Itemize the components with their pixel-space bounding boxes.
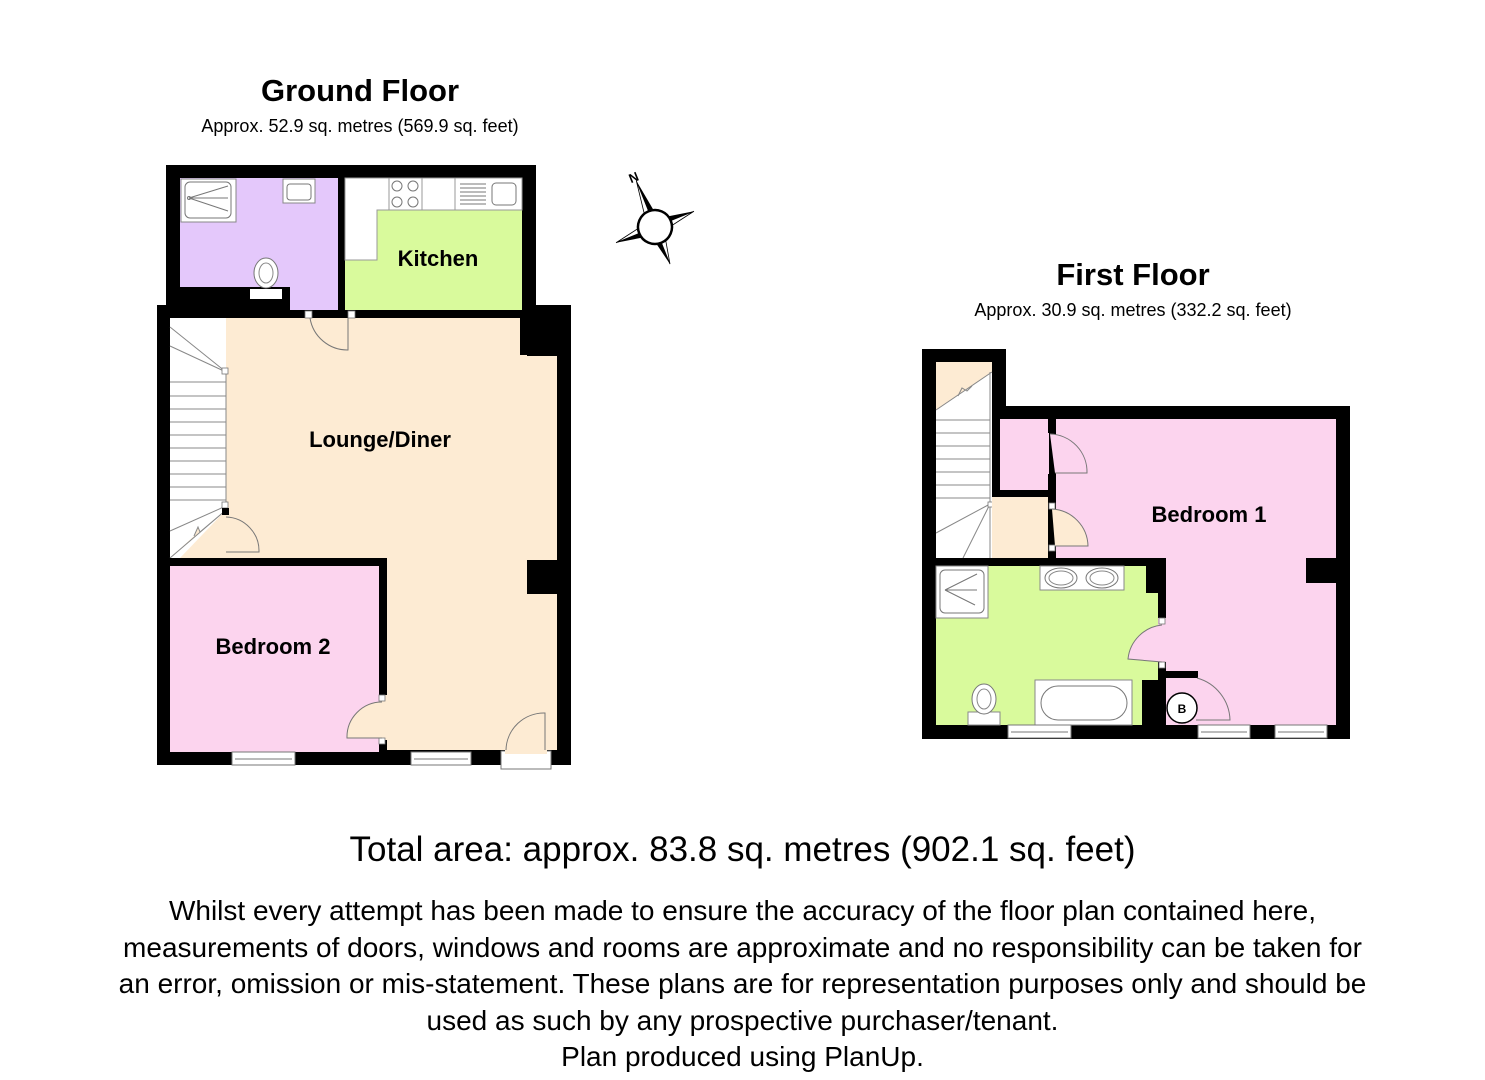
- ground-floor-plan: [157, 165, 571, 770]
- kitchen-label: Kitchen: [397, 246, 479, 271]
- ground-floor-area: Approx. 52.9 sq. metres (569.9 sq. feet): [201, 116, 519, 136]
- lounge-diner: [170, 318, 557, 750]
- bedroom-2-label: Bedroom 2: [215, 634, 331, 659]
- first-floor-area: Approx. 30.9 sq. metres (332.2 sq. feet): [974, 300, 1292, 320]
- disclaimer-line: measurements of doors, windows and rooms…: [123, 931, 1362, 963]
- disclaimer-line: an error, omission or mis-statement. The…: [118, 968, 1367, 999]
- disclaimer-line: used as such by any prospective purchase…: [426, 1004, 1059, 1036]
- compass-icon: [615, 180, 695, 265]
- bedroom-2: [170, 566, 379, 752]
- disclaimer: Whilst every attempt has been made to en…: [0, 893, 1485, 1076]
- lounge-diner-label: Lounge/Diner: [309, 427, 451, 452]
- disclaimer-line: Whilst every attempt has been made to en…: [168, 895, 1317, 926]
- bedroom-1-label: Bedroom 1: [1151, 502, 1267, 527]
- bedroom-1: [1056, 419, 1336, 725]
- first-floor-title: First Floor: [1056, 257, 1210, 292]
- plan-credit: Plan produced using PlanUp.: [561, 1041, 924, 1072]
- total-area: Total area: approx. 83.8 sq. metres (902…: [349, 830, 1136, 869]
- boiler-label: B: [1177, 702, 1187, 716]
- ground-floor-title: Ground Floor: [260, 73, 460, 108]
- first-floor-plan: [922, 349, 1350, 739]
